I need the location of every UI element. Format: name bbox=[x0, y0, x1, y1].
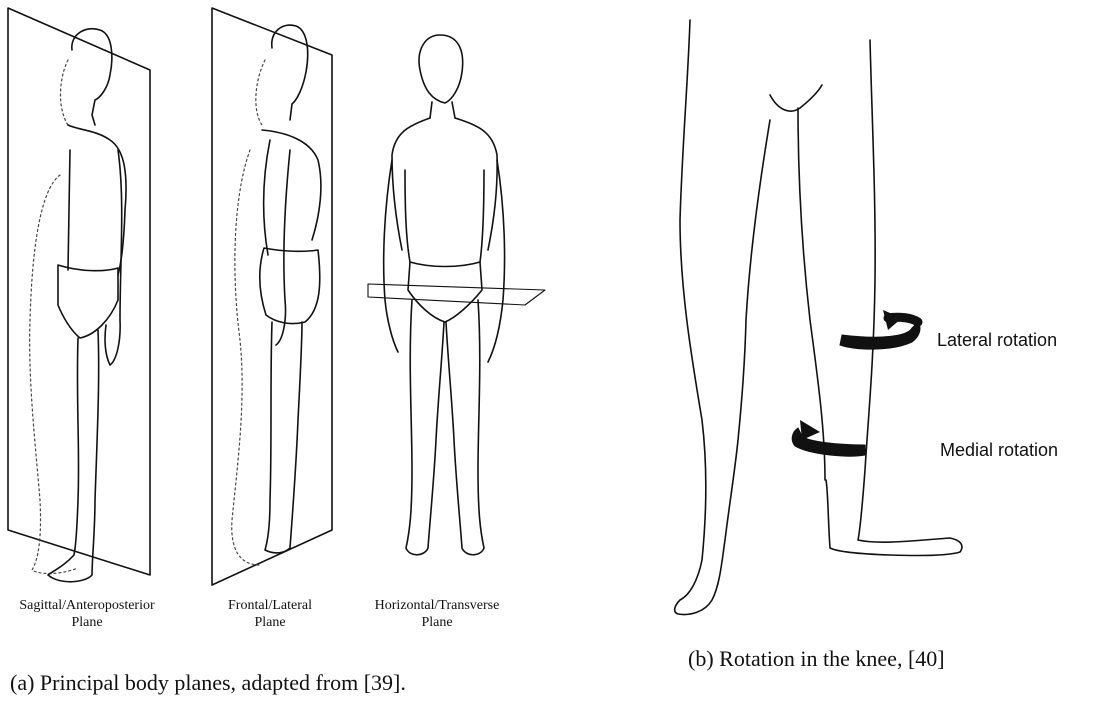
lateral-rotation-arrow-icon bbox=[840, 310, 920, 349]
medial-rotation-arrow-icon bbox=[792, 420, 865, 456]
frontal-plane-label: Frontal/Lateral Plane bbox=[200, 597, 340, 631]
body-planes-illustration bbox=[0, 0, 570, 610]
transverse-plane bbox=[368, 284, 545, 305]
frontal-label-line2: Plane bbox=[200, 614, 340, 631]
horizontal-plane-label: Horizontal/Transverse Plane bbox=[352, 597, 522, 631]
sagittal-plane-figure bbox=[8, 8, 150, 582]
horizontal-label-line1: Horizontal/Transverse bbox=[352, 597, 522, 614]
left-leg-outline bbox=[675, 20, 770, 614]
panel-body-planes: Sagittal/Anteroposterior Plane Frontal/L… bbox=[0, 0, 570, 702]
sagittal-label-line2: Plane bbox=[2, 614, 172, 631]
right-leg-outline bbox=[826, 40, 962, 556]
sagittal-plane-label: Sagittal/Anteroposterior Plane bbox=[2, 597, 172, 631]
horizontal-label-line2: Plane bbox=[352, 614, 522, 631]
caption-a: (a) Principal body planes, adapted from … bbox=[10, 670, 406, 696]
frontal-label-line1: Frontal/Lateral bbox=[200, 597, 340, 614]
frontal-plane bbox=[212, 8, 332, 585]
crotch-line bbox=[770, 85, 822, 111]
sagittal-label-line1: Sagittal/Anteroposterior bbox=[2, 597, 172, 614]
medial-rotation-label: Medial rotation bbox=[940, 440, 1058, 461]
panel-knee-rotation: Lateral rotation Medial rotation (b) Rot… bbox=[650, 0, 1103, 702]
caption-b: (b) Rotation in the knee, [40] bbox=[688, 646, 945, 672]
horizontal-plane-figure bbox=[368, 35, 545, 555]
frontal-plane-figure bbox=[212, 8, 332, 585]
lateral-rotation-label: Lateral rotation bbox=[937, 330, 1057, 351]
knee-rotation-illustration bbox=[650, 0, 1103, 640]
